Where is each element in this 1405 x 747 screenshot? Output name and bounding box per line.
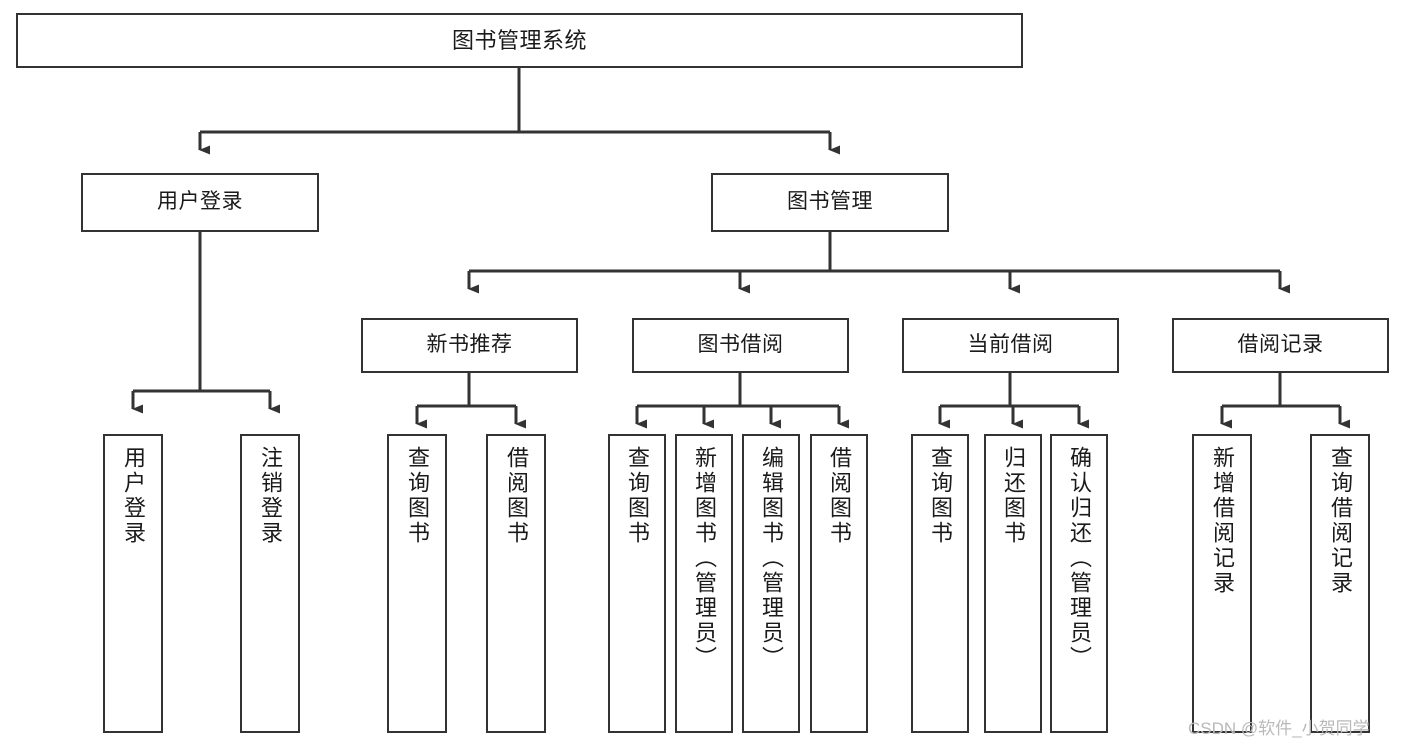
node-book-manage[interactable]: 图书管理 — [711, 173, 949, 232]
leaf-add-borrow-record-label: 新增借阅记录 — [1210, 446, 1235, 596]
leaf-edit-book-admin[interactable]: 编辑图书（管理员） — [742, 434, 800, 733]
leaf-add-book-admin-label: 新增图书（管理员） — [692, 446, 717, 671]
leaf-confirm-return-admin[interactable]: 确认归还（管理员） — [1050, 434, 1108, 733]
node-borrow-record-label: 借阅记录 — [1237, 333, 1324, 357]
leaf-query-book-1-label: 查询图书 — [405, 446, 430, 546]
node-current-borrow-label: 当前借阅 — [967, 333, 1054, 357]
csdn-watermark: CSDN @软件_小贺同学 — [1188, 719, 1370, 738]
leaf-edit-book-admin-label: 编辑图书（管理员） — [759, 446, 784, 671]
leaf-borrow-book-1[interactable]: 借阅图书 — [486, 434, 546, 733]
leaf-return-book[interactable]: 归还图书 — [984, 434, 1042, 733]
leaf-query-book-3[interactable]: 查询图书 — [911, 434, 969, 733]
node-root-label: 图书管理系统 — [451, 27, 587, 53]
leaf-user-logout-label: 注销登录 — [258, 446, 283, 546]
node-user-login-label: 用户登录 — [157, 190, 243, 214]
node-book-manage-label: 图书管理 — [787, 190, 873, 214]
leaf-return-book-label: 归还图书 — [1001, 446, 1026, 546]
node-user-login[interactable]: 用户登录 — [81, 173, 319, 232]
leaf-confirm-return-admin-label: 确认归还（管理员） — [1067, 446, 1092, 671]
node-book-borrow-label: 图书借阅 — [697, 333, 784, 357]
leaf-add-borrow-record[interactable]: 新增借阅记录 — [1192, 434, 1252, 733]
leaf-query-book-3-label: 查询图书 — [928, 446, 953, 546]
leaf-user-logout[interactable]: 注销登录 — [240, 434, 300, 733]
node-root[interactable]: 图书管理系统 — [16, 13, 1023, 68]
node-new-book-recommend-label: 新书推荐 — [426, 333, 513, 357]
leaf-borrow-book-2[interactable]: 借阅图书 — [810, 434, 868, 733]
leaf-borrow-book-1-label: 借阅图书 — [504, 446, 529, 546]
node-current-borrow[interactable]: 当前借阅 — [902, 318, 1119, 373]
node-book-borrow[interactable]: 图书借阅 — [632, 318, 849, 373]
leaf-query-book-2-label: 查询图书 — [625, 446, 650, 546]
leaf-query-borrow-record[interactable]: 查询借阅记录 — [1310, 434, 1370, 733]
leaf-query-borrow-record-label: 查询借阅记录 — [1328, 446, 1353, 596]
leaf-add-book-admin[interactable]: 新增图书（管理员） — [675, 434, 733, 733]
leaf-query-book-1[interactable]: 查询图书 — [387, 434, 447, 733]
leaf-user-login[interactable]: 用户登录 — [103, 434, 163, 733]
leaf-query-book-2[interactable]: 查询图书 — [608, 434, 666, 733]
leaf-borrow-book-2-label: 借阅图书 — [827, 446, 852, 546]
node-borrow-record[interactable]: 借阅记录 — [1172, 318, 1389, 373]
node-new-book-recommend[interactable]: 新书推荐 — [361, 318, 578, 373]
leaf-user-login-label: 用户登录 — [121, 446, 146, 546]
